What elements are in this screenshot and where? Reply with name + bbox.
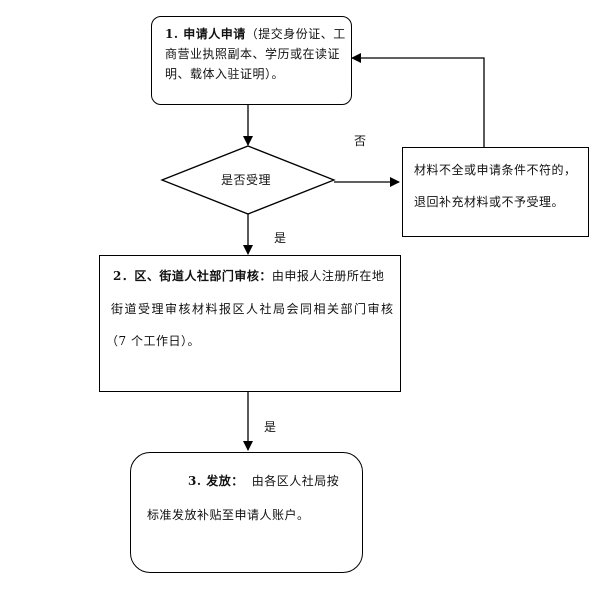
decision-diamond bbox=[160, 145, 336, 215]
step1-box bbox=[151, 16, 352, 105]
reject-line1: 材料不全或申请条件不符的， bbox=[414, 163, 577, 177]
step3-line2: 标准发放补贴至申请人账户。 bbox=[147, 508, 310, 522]
step3-title: 3. 发放： bbox=[188, 474, 244, 488]
step1-title: 1. 申请人申请 bbox=[165, 27, 246, 41]
reject-line2: 退回补充材料或不予受理。 bbox=[414, 195, 565, 209]
step3-line1: 由各区人社局按 bbox=[251, 474, 340, 488]
edge-label-yes-decision: 是 bbox=[274, 231, 287, 245]
step2-title: 2．区、街道人社部门审核： bbox=[113, 269, 272, 283]
edge-label-no: 否 bbox=[354, 134, 367, 148]
step2-line2: 街道受理审核材料报区人社局会同相关部门审核 bbox=[111, 302, 395, 316]
step2-line1-row: 2．区、街道人社部门审核：由申报人注册所在地 bbox=[113, 266, 398, 286]
step3-box bbox=[130, 452, 363, 573]
step2-line3: （7 个工作日）。 bbox=[106, 334, 200, 348]
step1-text: 1. 申请人申请（提交身份证、工商营业执照副本、学历或在读证明、载体入驻证明）。 bbox=[165, 24, 347, 84]
step2-line1: 由申报人注册所在地 bbox=[271, 269, 385, 283]
edge-label-yes-step2: 是 bbox=[264, 420, 277, 434]
step2-box bbox=[99, 255, 401, 392]
reject-box bbox=[402, 147, 589, 237]
step1-detail: （提交身份证、工商营业执照副本、学历或在读证明、载体入驻证明）。 bbox=[165, 27, 346, 81]
decision-label: 是否受理 bbox=[221, 173, 272, 187]
step3-line1-row: 3. 发放： 由各区人社局按 bbox=[188, 471, 339, 491]
arrow-reject-to-step1 bbox=[351, 53, 485, 147]
